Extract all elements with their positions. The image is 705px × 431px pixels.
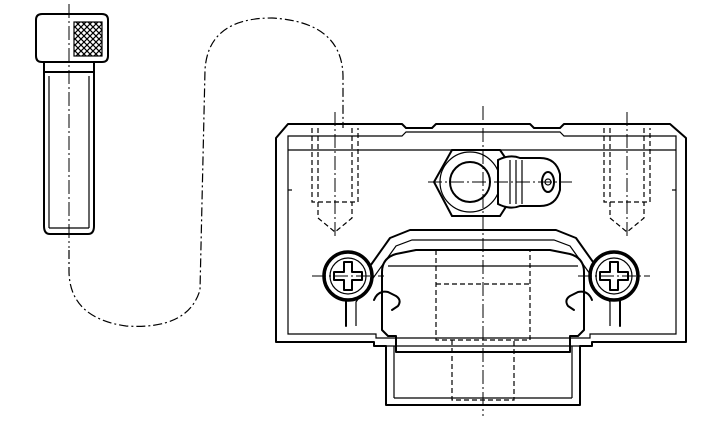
cross-screw-left-icon xyxy=(312,250,384,302)
grease-nipple-icon xyxy=(432,149,561,217)
tapped-hole-right-icon xyxy=(603,112,651,238)
installation-path-line xyxy=(68,17,344,327)
knurled-screw-icon xyxy=(35,4,109,248)
cross-screw-right-icon xyxy=(578,250,650,302)
tapped-hole-left-icon xyxy=(311,112,359,238)
